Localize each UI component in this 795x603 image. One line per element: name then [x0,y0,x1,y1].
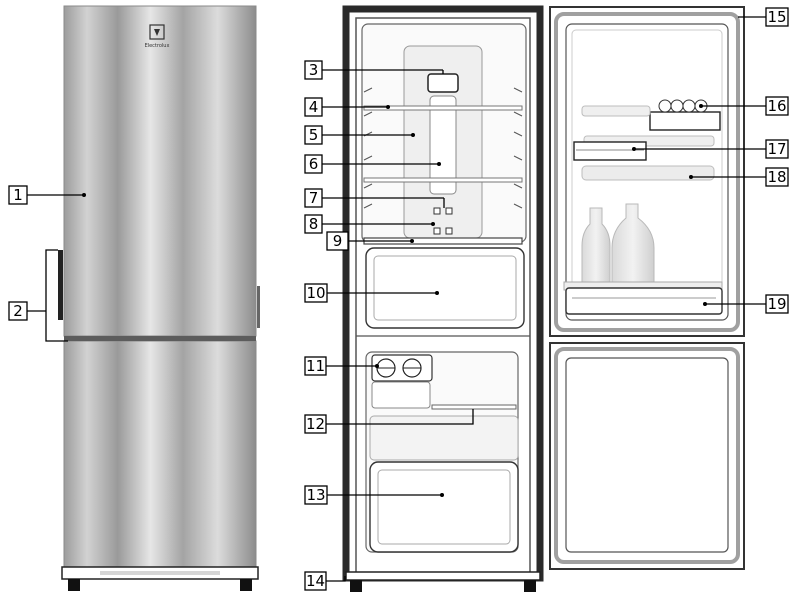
adjustable-foot-right[interactable] [524,580,536,592]
lower-door-gasket [554,347,740,564]
glass-shelves [363,105,523,183]
door-handle-left[interactable] [58,250,63,320]
callout-label-5: 5 [309,126,319,144]
foot-left [68,579,80,591]
callout-label-17: 17 [767,140,786,158]
door-shelf[interactable] [581,165,715,181]
callout-15: 15 [765,7,789,27]
cabinet-plinth [345,571,541,581]
foot-right [240,579,252,591]
brand-logo: Electrolux [145,24,170,49]
open-cabinet-view [342,5,544,592]
lower-door-panel [565,357,729,553]
callout-label-3: 3 [309,61,319,79]
callout-11: 11 [304,356,327,376]
door-inner-view [549,6,745,570]
callout-label-18: 18 [767,168,786,186]
callout-label-7: 7 [309,189,319,207]
glass-shelf-2[interactable] [363,177,523,183]
callout-18: 18 [765,167,789,187]
callout-12: 12 [304,414,327,434]
interior-light-cover [429,95,457,195]
door-gap [64,336,256,341]
callout-label-19: 19 [767,295,786,313]
adjustable-foot-left[interactable] [350,580,362,592]
callout-10: 10 [304,283,328,303]
door-shelf-upper[interactable] [581,105,651,117]
callout-label-1: 1 [13,186,23,204]
egg-holder[interactable] [649,99,721,131]
callout-19: 19 [765,294,789,314]
vegetable-drawer[interactable] [365,247,525,329]
plinth-grille [100,571,220,575]
brand-wordmark: Electrolux [145,43,170,49]
callout-label-10: 10 [306,284,325,302]
upper-door-front [63,5,257,337]
callout-label-2: 2 [13,302,23,320]
callout-1: 1 [8,185,28,205]
callout-label-15: 15 [767,8,786,26]
wine-rack-supports [433,207,453,235]
callout-label-13: 13 [306,486,325,504]
callout-2: 2 [8,301,28,321]
callout-16: 16 [765,96,789,116]
upper-door-gasket [554,12,740,332]
callout-9: 9 [326,231,349,251]
control-panel[interactable] [427,73,459,93]
callout-4: 4 [304,97,323,117]
callout-label-12: 12 [306,415,325,433]
callout-label-14: 14 [306,572,325,590]
glass-shelf-1[interactable] [363,105,523,111]
butter-compartment[interactable] [573,135,715,161]
ice-cube-tray[interactable] [371,354,433,409]
lower-door-front [63,340,257,568]
bottle-shelf[interactable] [563,281,723,315]
callout-14: 14 [304,571,327,591]
callout-13: 13 [304,485,328,505]
freezer-shelf[interactable] [431,404,517,410]
callout-label-8: 8 [309,215,319,233]
callout-5: 5 [304,125,323,145]
callout-label-9: 9 [333,232,343,250]
front-view: Electrolux [58,5,260,591]
callout-17: 17 [765,139,789,159]
callout-label-4: 4 [309,98,319,116]
callout-8: 8 [304,214,323,234]
callout-3: 3 [304,60,323,80]
freezer-upper-drawer[interactable] [369,415,519,461]
bottles [581,203,655,283]
callout-label-6: 6 [309,155,319,173]
leader-lines [27,16,766,582]
freezer-drawer[interactable] [369,461,519,553]
callout-label-16: 16 [767,97,786,115]
callout-label-11: 11 [306,357,325,375]
door-handle-right[interactable] [257,286,260,328]
callout-7: 7 [304,188,323,208]
shelf-support-ribs [363,87,523,209]
callout-6: 6 [304,154,323,174]
